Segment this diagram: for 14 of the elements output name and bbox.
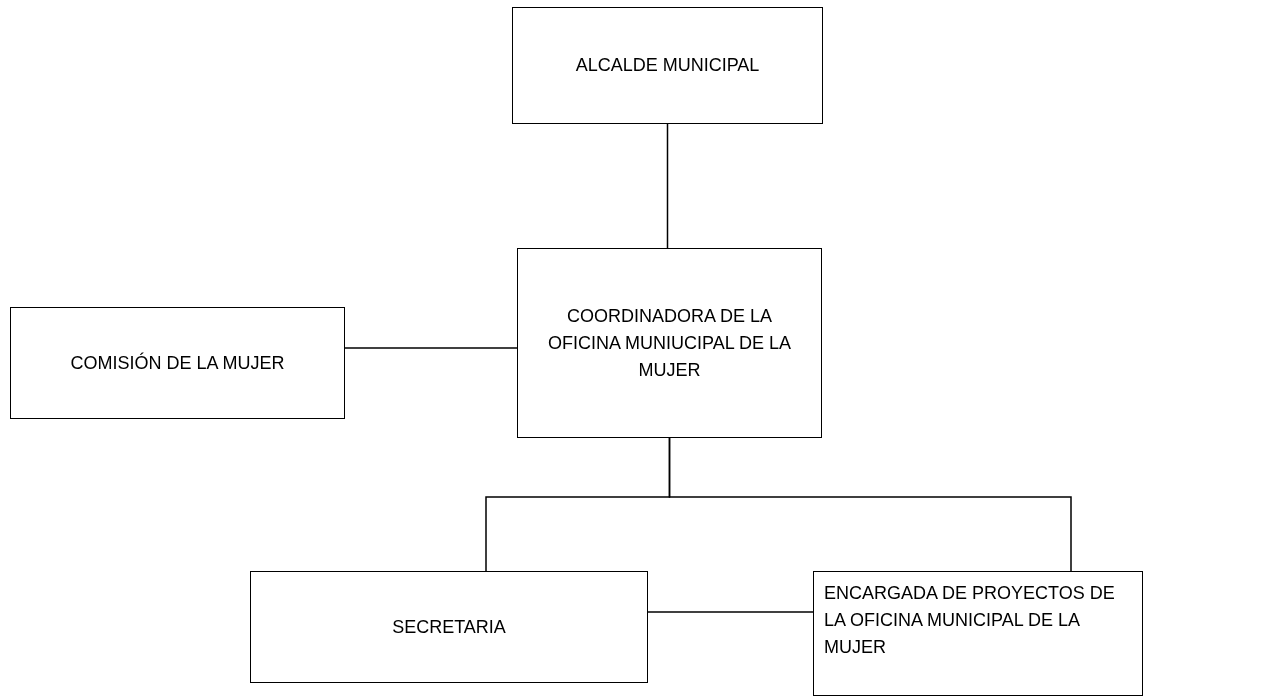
org-box (512, 7, 823, 124)
connector-line (666, 123, 669, 249)
role-label: COORDINADORA DE LA OFICINA MUNIUCIPAL DE LA MUJER (546, 304, 792, 382)
role-label: SECRETARIA (392, 615, 506, 639)
org-box (250, 571, 648, 683)
org-box (517, 248, 822, 438)
org-box (10, 307, 345, 419)
role-label: ALCALDE MUNICIPAL (575, 54, 760, 77)
org-box (813, 571, 1143, 696)
role-label: COMISIÓN DE LA MUJER (70, 351, 285, 375)
connector-line (668, 437, 1072, 572)
connector-line (647, 611, 814, 613)
role-label: ENCARGADA DE PROYECTOS DE LA OFICINA MUNICIPAL DE LA MUJER (824, 582, 1116, 659)
connector-line (344, 347, 518, 349)
